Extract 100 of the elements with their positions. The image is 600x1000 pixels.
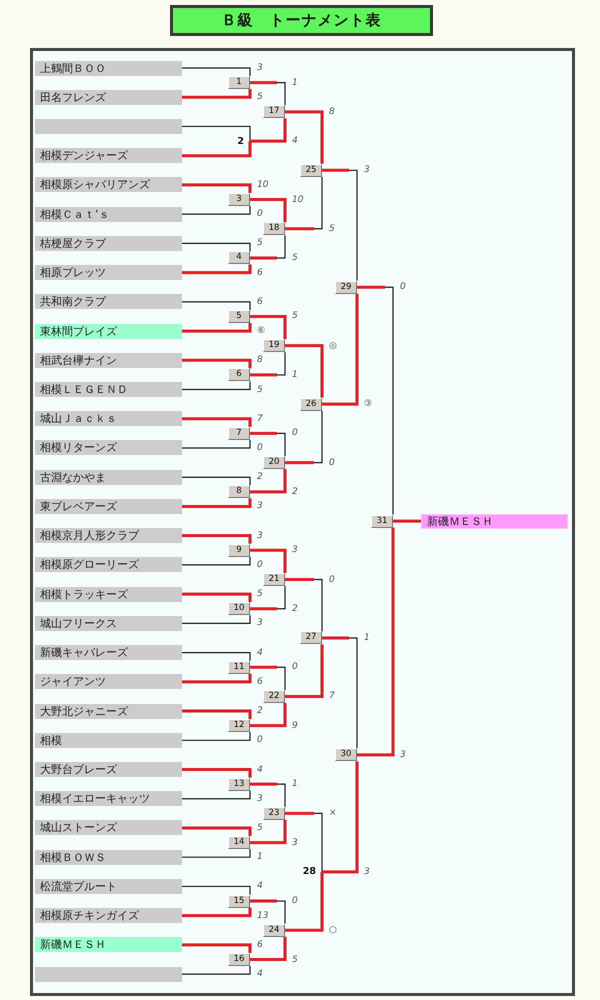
match-number-button: 29 <box>335 280 357 294</box>
team-name-bar: 東林間ブレイズ <box>35 324 182 339</box>
bracket-line <box>182 498 252 508</box>
bracket-line <box>182 732 251 741</box>
match-number-button: 5 <box>228 310 250 323</box>
score-label: ○ <box>328 924 338 936</box>
bracket-line <box>250 432 286 456</box>
bracket-line <box>250 900 286 924</box>
bracket-line <box>182 592 252 602</box>
bracket-line <box>285 110 324 164</box>
bracket-line <box>250 118 286 143</box>
bracket-line <box>250 314 286 340</box>
team-name-bar: 大野台ブレーズ <box>35 762 182 778</box>
bracket-line <box>357 286 394 515</box>
team-name-bar: 相模原シャバリアンズ <box>35 177 182 192</box>
bracket-line <box>250 820 286 844</box>
bracket-line <box>285 344 324 398</box>
bracket-line <box>285 644 324 698</box>
match-number-button: 31 <box>371 514 393 528</box>
team-name-bar: 田名フレンズ <box>35 90 182 105</box>
bracket-line <box>182 126 251 142</box>
bracket-line <box>182 141 252 158</box>
match-number-button: 26 <box>300 398 322 411</box>
match-number: 2 <box>228 134 250 148</box>
team-name-bar: 城山ストーンズ <box>35 820 182 836</box>
bracket-line <box>182 615 251 624</box>
bracket-line <box>182 264 252 274</box>
bracket-line <box>182 826 252 836</box>
bracket-line <box>182 476 251 486</box>
blank-name-bar <box>35 966 182 982</box>
match-number-button: 10 <box>228 602 250 616</box>
team-name-bar: 桔梗屋クラブ <box>35 236 182 251</box>
blank-name-bar <box>35 118 182 134</box>
team-name-bar: 相模デンジャーズ <box>35 148 182 164</box>
team-name-bar: 相模Ｃａｔ’ｓ <box>35 206 182 222</box>
bracket-line <box>182 790 251 800</box>
bracket-line <box>322 636 358 748</box>
bracket-line <box>250 702 286 728</box>
team-name-bar: 相模リターンズ <box>35 440 182 456</box>
match-number-button: 27 <box>300 631 322 644</box>
team-name-bar: 松流堂ブルート <box>35 878 182 894</box>
bracket-line <box>285 578 324 632</box>
match-number-button: 25 <box>300 164 322 177</box>
match-number-button: 15 <box>228 894 250 908</box>
bracket-line <box>285 872 324 932</box>
match-number-button: 30 <box>335 748 357 762</box>
match-number-button: 20 <box>263 456 285 470</box>
match-number-button: 14 <box>228 836 250 850</box>
bracket-line <box>182 301 251 310</box>
bracket-line <box>250 235 286 260</box>
match-number-button: 24 <box>263 924 285 937</box>
team-name-bar: 相模ＢＯＷＳ <box>35 850 182 865</box>
bracket-line <box>182 242 251 252</box>
bracket-line <box>322 294 358 406</box>
match-number-button: 3 <box>228 193 250 206</box>
bracket-line <box>250 586 286 610</box>
bracket-line <box>182 89 252 99</box>
match-number-button: 6 <box>228 368 250 382</box>
title-banner: Ｂ級 トーナメント表 <box>170 5 433 36</box>
bracket-line <box>182 966 251 975</box>
bracket-line <box>182 849 251 858</box>
bracket-line <box>182 381 251 390</box>
match-number-button: 17 <box>263 105 285 118</box>
team-name-bar: 相模原グローリーズ <box>35 557 182 572</box>
bracket-line <box>250 936 286 962</box>
bracket-line <box>250 666 286 690</box>
match-number-button: 21 <box>263 573 285 586</box>
bracket-line <box>182 322 252 333</box>
bracket-line <box>182 358 252 368</box>
team-name-bar: 相武台欅ナイン <box>35 352 182 368</box>
team-name-bar: 新磯キャバレーズ <box>35 645 182 660</box>
bracket-line <box>182 67 251 76</box>
match-number-button: 8 <box>228 485 250 498</box>
bracket-line <box>182 183 252 194</box>
match-number-button: 9 <box>228 544 250 557</box>
bracket-line <box>285 410 324 464</box>
bracket-line <box>182 943 252 954</box>
bracket-line <box>250 782 286 807</box>
team-name-bar: 城山フリークス <box>35 616 182 631</box>
bracket-line <box>250 469 286 494</box>
team-name-bar: 相模ＬＥＧＥＮＤ <box>35 382 182 398</box>
team-name-bar: 共和南クラブ <box>35 294 182 310</box>
bracket-line <box>182 556 251 566</box>
match-number-button: 22 <box>263 690 285 703</box>
team-name-bar: 相模京月人形クラブ <box>35 528 182 544</box>
team-name-bar: 相原ブレッツ <box>35 265 182 280</box>
bracket-line <box>182 674 252 684</box>
match-number: 28 <box>300 865 322 878</box>
bracket-line <box>393 520 421 523</box>
team-name-bar: 相模 <box>35 732 182 748</box>
team-name-bar: 城山Ｊａｃｋｓ <box>35 411 182 426</box>
match-number-button: 11 <box>228 660 250 674</box>
match-number-button: 4 <box>228 251 250 264</box>
bracket-line <box>250 548 286 574</box>
team-name-bar: 相模原チキンガイズ <box>35 908 182 924</box>
match-number-button: 16 <box>228 953 250 966</box>
champion-name-bar: 新磯ＭＥＳＨ <box>421 514 568 529</box>
bracket-line <box>182 886 251 895</box>
team-name-bar: 大野北ジャニーズ <box>35 704 182 719</box>
bracket-line <box>182 908 252 918</box>
